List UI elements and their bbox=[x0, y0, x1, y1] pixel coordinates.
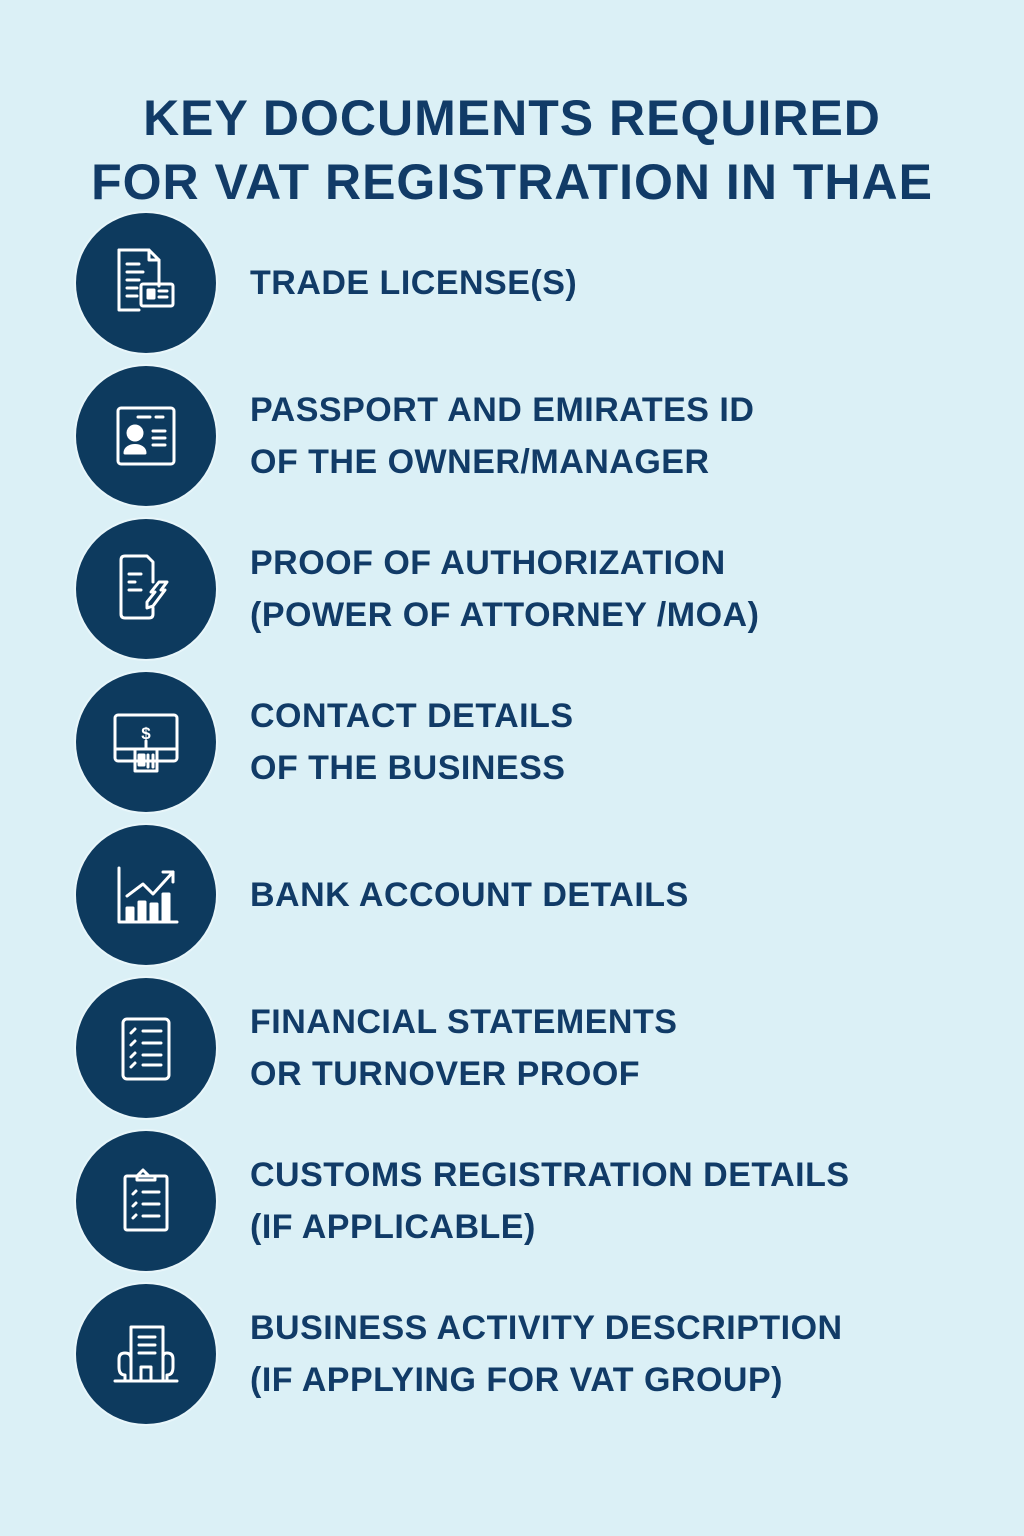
document-with-id-card-icon bbox=[117, 248, 175, 312]
document-item-trade-license: TRADE LICENSE(S) bbox=[76, 213, 976, 353]
clipboard-checklist-icon bbox=[123, 1168, 169, 1232]
document-label: TRADE LICENSE(S) bbox=[250, 213, 577, 353]
monitor-dollar-atm-icon: $ bbox=[113, 713, 179, 773]
title-line-1: KEY DOCUMENTS REQUIRED bbox=[143, 89, 881, 146]
label-line-2: OR TURNOVER PROOF bbox=[250, 1055, 641, 1093]
svg-text:$: $ bbox=[141, 724, 151, 743]
document-item-business-activity: BUSINESS ACTIVITY DESCRIPTION (IF APPLYI… bbox=[76, 1284, 976, 1424]
label-line-2: OF THE BUSINESS bbox=[250, 749, 566, 787]
page-title: KEY DOCUMENTS REQUIRED FOR VAT REGISTRAT… bbox=[0, 86, 1024, 214]
label-line-1: BUSINESS ACTIVITY DESCRIPTION bbox=[250, 1309, 843, 1347]
label-line-1: FINANCIAL STATEMENTS bbox=[250, 1003, 678, 1041]
document-label: CONTACT DETAILS OF THE BUSINESS bbox=[250, 672, 574, 812]
icon-circle bbox=[76, 366, 216, 506]
label-line-1: PROOF OF AUTHORIZATION bbox=[250, 544, 726, 582]
document-label: FINANCIAL STATEMENTS OR TURNOVER PROOF bbox=[250, 978, 677, 1118]
document-label: BANK ACCOUNT DETAILS bbox=[250, 825, 689, 965]
document-item-proof-of-authorization: PROOF OF AUTHORIZATION (POWER OF ATTORNE… bbox=[76, 519, 976, 659]
document-label: PASSPORT AND EMIRATES ID OF THE OWNER/MA… bbox=[250, 366, 754, 506]
document-label: CUSTOMS REGISTRATION DETAILS (IF APPLICA… bbox=[250, 1131, 850, 1271]
document-item-customs-registration: CUSTOMS REGISTRATION DETAILS (IF APPLICA… bbox=[76, 1131, 976, 1271]
title-line-2: FOR VAT REGISTRATION IN THAE bbox=[91, 153, 933, 210]
document-item-contact-details: $ CONTACT DETAILS OF THE BUSINESS bbox=[76, 672, 976, 812]
icon-circle bbox=[76, 213, 216, 353]
label-line-2: (IF APPLYING FOR VAT GROUP) bbox=[250, 1361, 783, 1399]
icon-circle bbox=[76, 1131, 216, 1271]
label-line-1: CUSTOMS REGISTRATION DETAILS bbox=[250, 1156, 850, 1194]
label-line-1: CONTACT DETAILS bbox=[250, 697, 574, 735]
label-line-1: PASSPORT AND EMIRATES ID bbox=[250, 391, 755, 429]
icon-circle bbox=[76, 825, 216, 965]
checklist-document-icon bbox=[121, 1017, 171, 1081]
icon-circle bbox=[76, 519, 216, 659]
icon-circle bbox=[76, 1284, 216, 1424]
bar-chart-growth-icon bbox=[117, 866, 179, 924]
label-line-2: (POWER OF ATTORNEY /MOA) bbox=[250, 596, 760, 634]
document-item-financial-statements: FINANCIAL STATEMENTS OR TURNOVER PROOF bbox=[76, 978, 976, 1118]
label-line-2: OF THE OWNER/MANAGER bbox=[250, 443, 710, 481]
icon-circle bbox=[76, 978, 216, 1118]
document-label: PROOF OF AUTHORIZATION (POWER OF ATTORNE… bbox=[250, 519, 759, 659]
label-line-1: TRADE LICENSE(S) bbox=[250, 264, 578, 302]
document-label: BUSINESS ACTIVITY DESCRIPTION (IF APPLYI… bbox=[250, 1284, 843, 1424]
label-line-2: (IF APPLICABLE) bbox=[250, 1208, 536, 1246]
document-item-bank-account-details: BANK ACCOUNT DETAILS bbox=[76, 825, 976, 965]
document-signing-pen-icon bbox=[119, 554, 169, 620]
icon-circle: $ bbox=[76, 672, 216, 812]
document-item-passport-emirates-id: PASSPORT AND EMIRATES ID OF THE OWNER/MA… bbox=[76, 366, 976, 506]
office-building-icon bbox=[113, 1325, 179, 1383]
id-card-person-icon bbox=[116, 406, 176, 466]
label-line-1: BANK ACCOUNT DETAILS bbox=[250, 876, 689, 914]
